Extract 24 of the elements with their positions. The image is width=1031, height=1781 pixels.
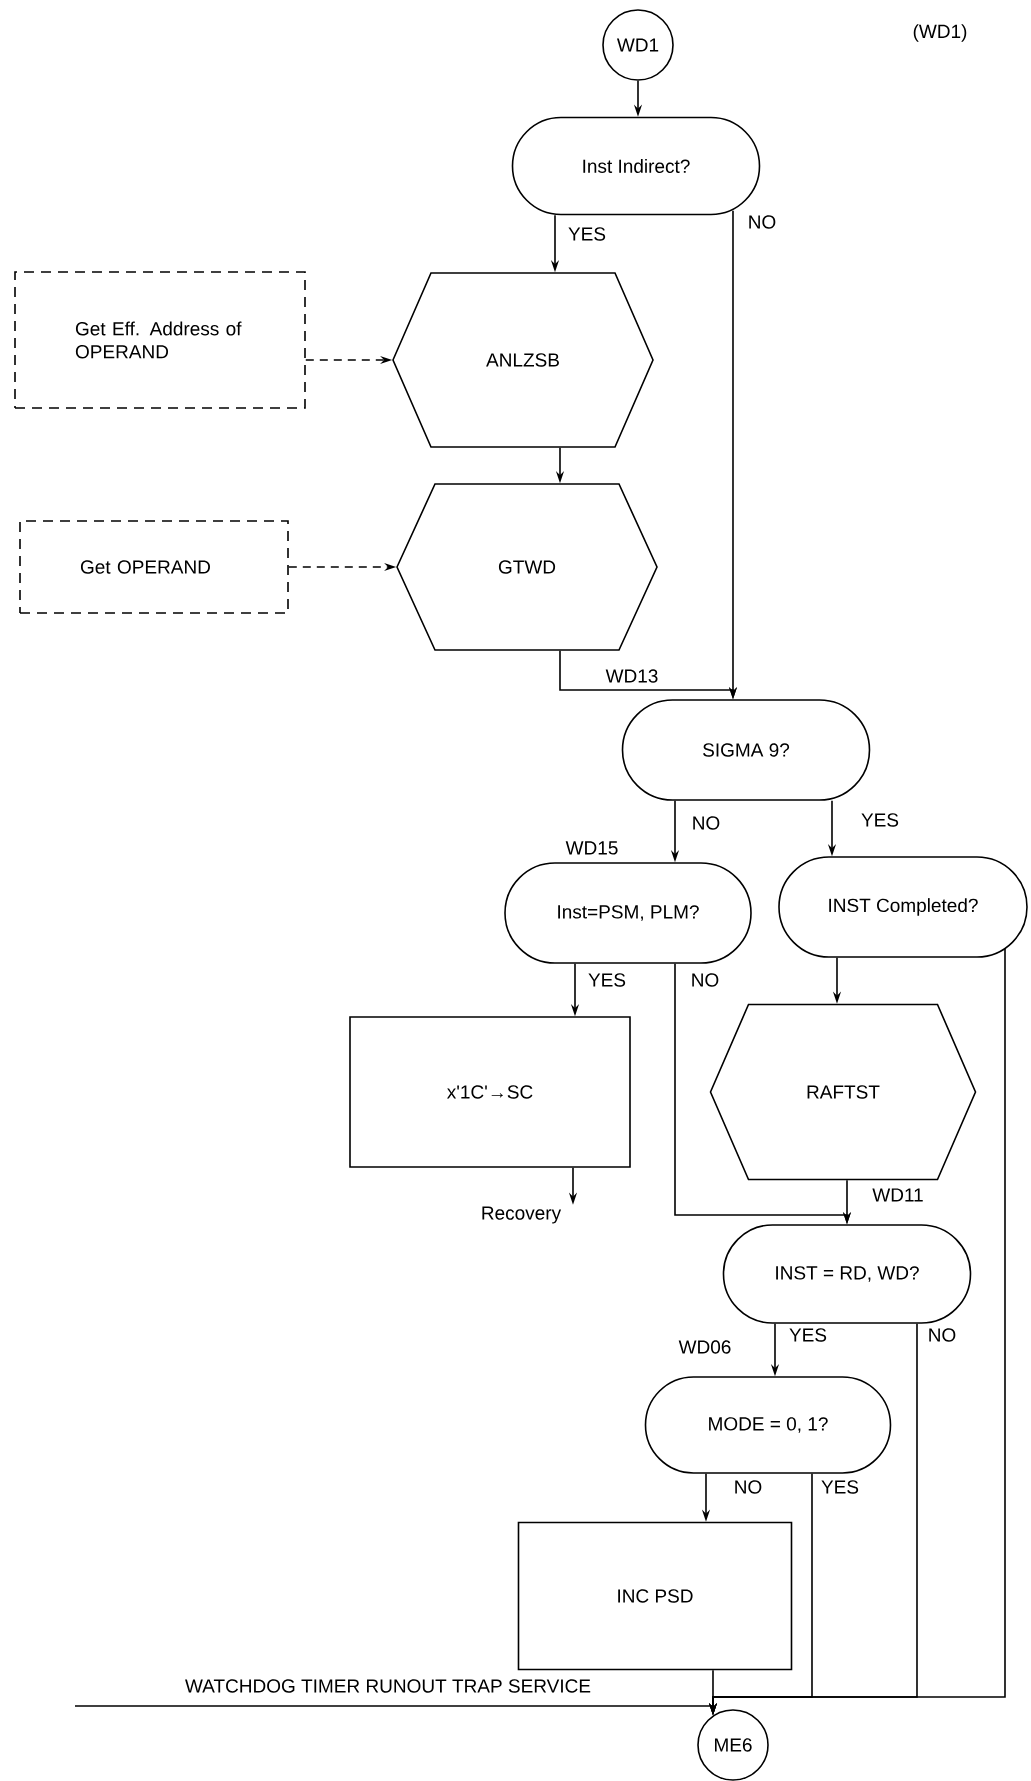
entry-label: WD15 [565,841,618,855]
edge-label: NO [926,1327,958,1343]
note-box: Get Eff. Address of OPERAND [14,271,306,409]
subroutine-hexagon: RAFTST [709,1003,977,1181]
edge-label: YES [587,972,627,988]
edge-label: YES [820,1479,860,1495]
section-title: WATCHDOG TIMER RUNOUT TRAP SERVICE [185,1679,591,1693]
edge-label: WD11 [871,1187,925,1203]
process-box: x'1C'→SC [349,1016,631,1168]
subroutine-hexagon: ANLZSB [392,272,654,448]
subroutine-hexagon: GTWD [396,483,658,651]
note-box: Get OPERAND [19,520,289,614]
edge-label: NO [746,214,778,230]
edge-label: NO [690,815,722,831]
edge-label: WD13 [604,668,660,684]
edge-label: NO [732,1479,764,1495]
edge-label: NO [689,972,721,988]
edge-label: YES [567,226,607,242]
edge-label: YES [860,812,900,828]
edge-label: YES [788,1327,828,1343]
page-label: (WD1) [913,24,967,42]
process-box: INC PSD [517,1521,793,1671]
exit-label: Recovery [482,1206,562,1224]
entry-label: WD06 [678,1340,731,1354]
